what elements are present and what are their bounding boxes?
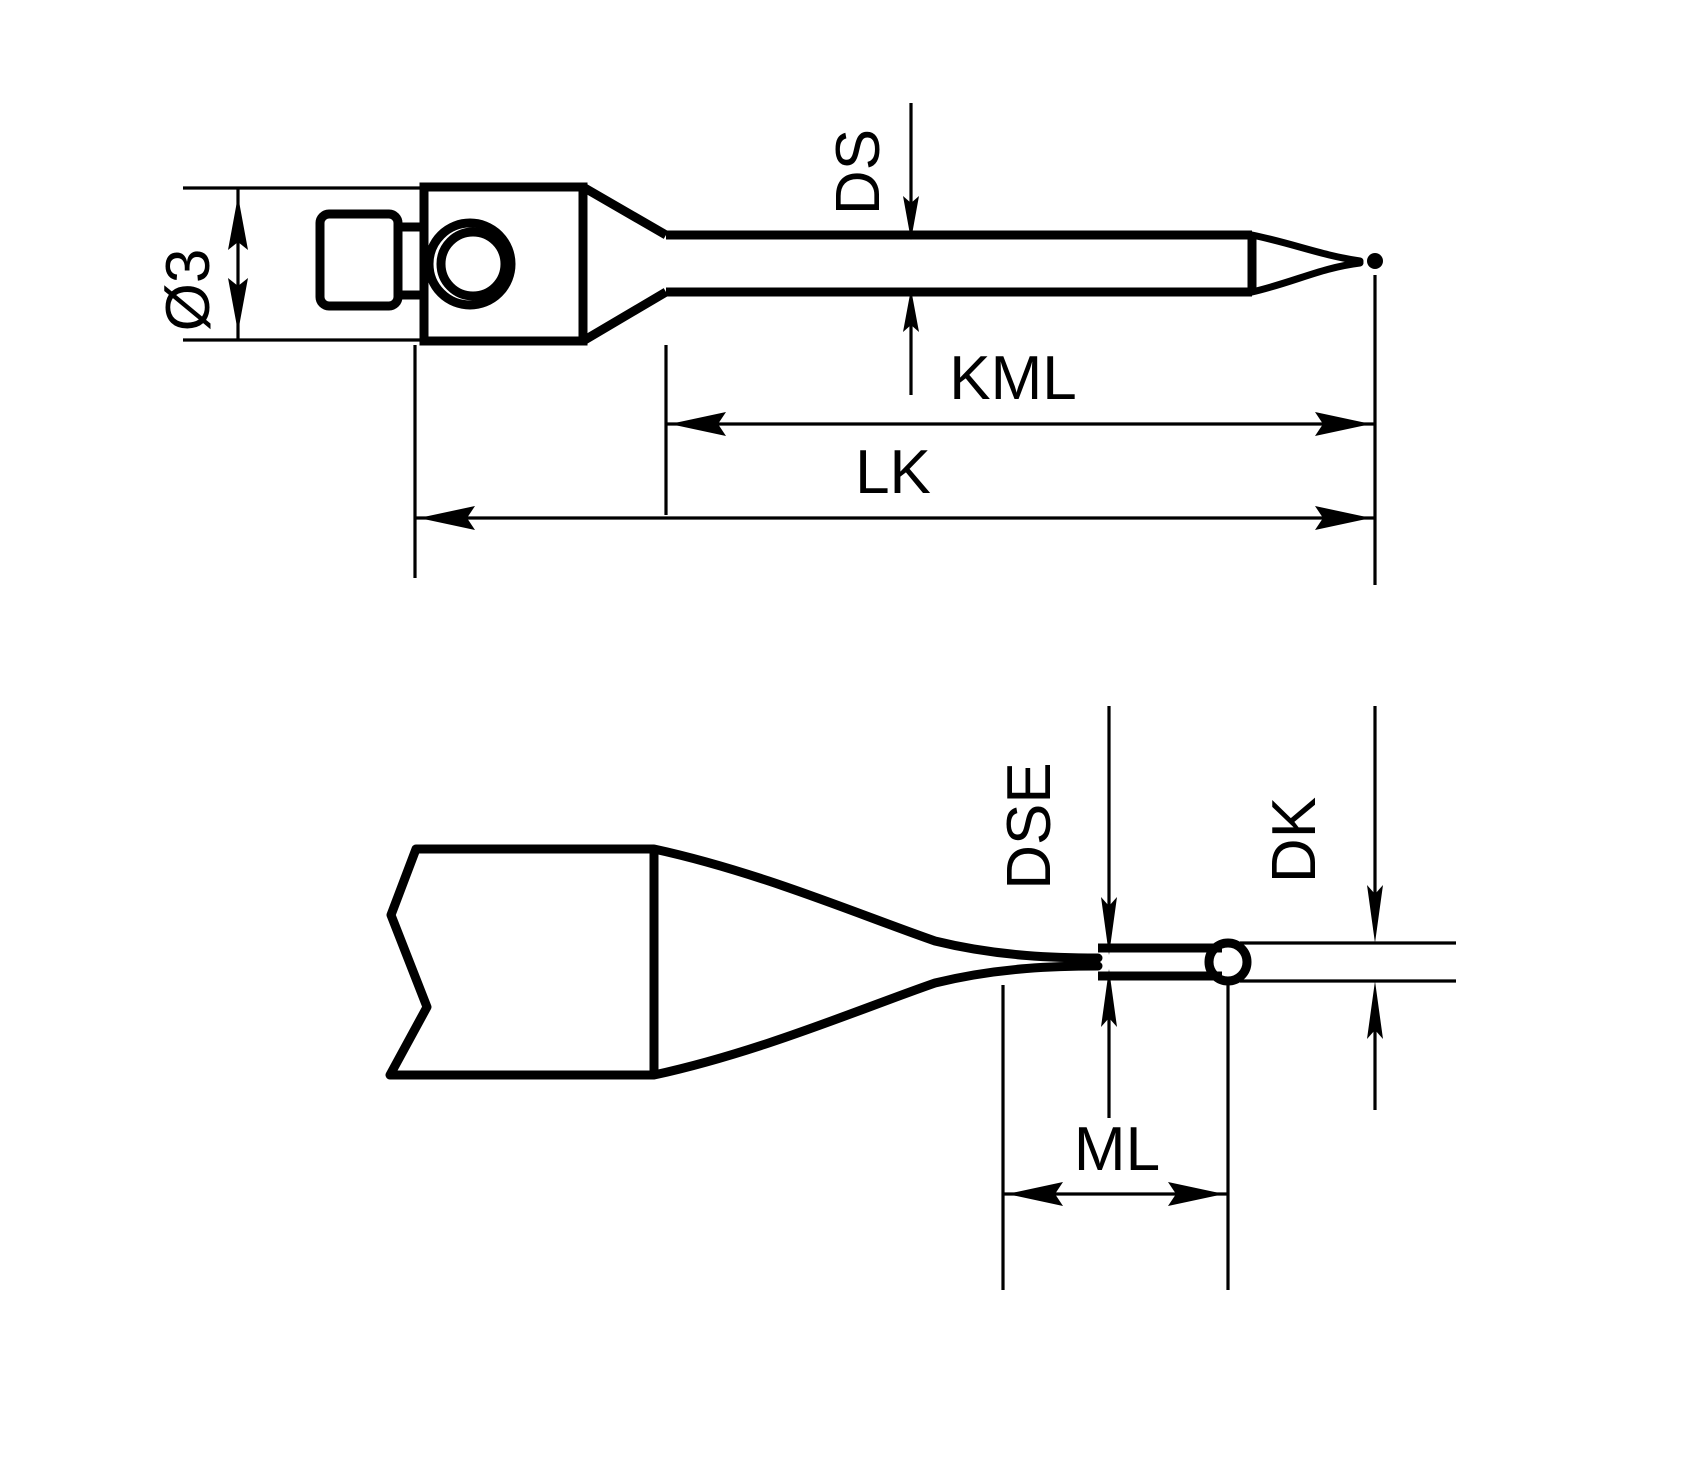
detail-taper-lower xyxy=(649,961,1103,1080)
tip-taper-upper xyxy=(1248,231,1364,265)
body-bore-inner-circle xyxy=(436,227,510,301)
measuring-ball xyxy=(1204,938,1252,986)
kml-arrow-left xyxy=(670,412,726,436)
break-line-zigzag xyxy=(385,844,432,1080)
dse-arrow-down xyxy=(1101,897,1117,955)
tip-ball-small xyxy=(1367,253,1383,269)
lk-label: LK xyxy=(855,438,931,507)
detail-measuring-shaft xyxy=(1098,943,1222,981)
body-bore-outer-circle xyxy=(424,218,516,310)
kml-arrow-right xyxy=(1315,412,1371,436)
dse-arrow-up xyxy=(1101,969,1117,1027)
ds-label: DS xyxy=(824,129,893,215)
tip-taper-lower xyxy=(1248,259,1364,296)
ml-label: ML xyxy=(1074,1115,1160,1184)
lk-arrow-left xyxy=(419,506,475,530)
dse-label: DSE xyxy=(995,762,1064,889)
detail-view: DSE DK ML xyxy=(385,706,1456,1290)
d3-label: Ø3 xyxy=(154,249,223,332)
d3-arrow-up xyxy=(228,196,248,250)
ds-arrow-down xyxy=(903,196,919,240)
dk-arrow-up xyxy=(1367,981,1383,1039)
lk-arrow-right xyxy=(1315,506,1371,530)
d3-arrow-down xyxy=(228,278,248,332)
mounting-flat-key xyxy=(315,209,403,311)
detail-taper-upper xyxy=(649,844,1103,963)
stylus-shaft xyxy=(666,230,1252,297)
dk-label: DK xyxy=(1260,797,1329,883)
ds-arrow-up xyxy=(903,289,919,332)
ml-arrow-left xyxy=(1007,1182,1063,1206)
overall-view: Ø3 DS KML LK xyxy=(154,103,1383,585)
ml-arrow-right xyxy=(1168,1182,1224,1206)
cone-taper xyxy=(580,183,669,345)
dk-arrow-down xyxy=(1367,885,1383,943)
kml-label: KML xyxy=(949,344,1076,413)
